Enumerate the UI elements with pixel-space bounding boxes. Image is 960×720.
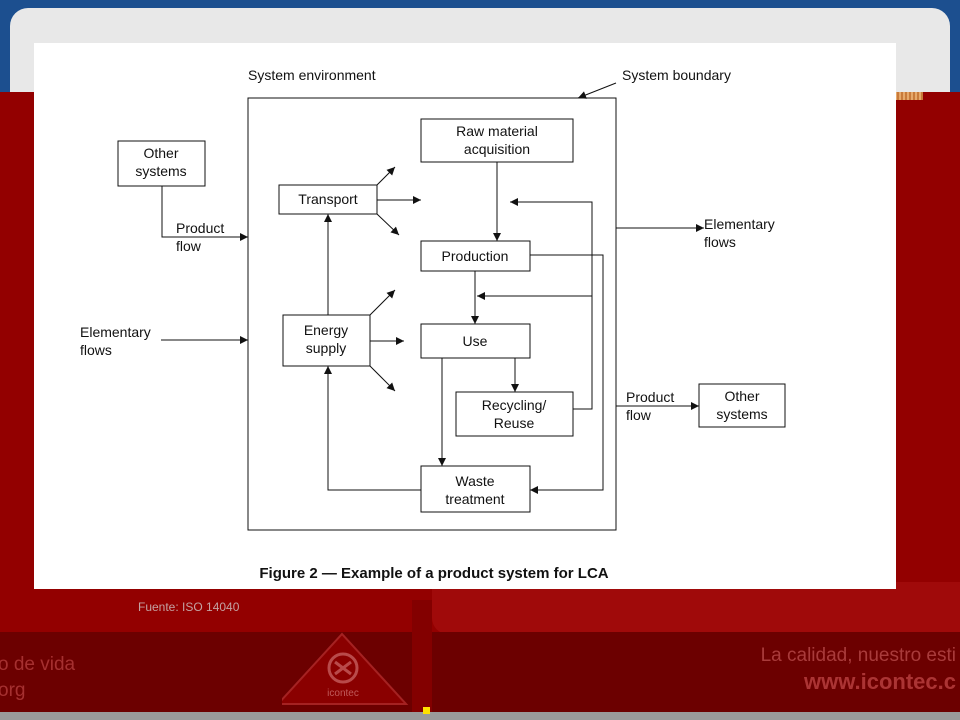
transport-output-arrow (376, 213, 400, 236)
energy-output-arrow (369, 365, 396, 392)
website-link[interactable]: www.icontec.c (803, 669, 956, 694)
logo-mark-icon (327, 652, 359, 684)
icontec-logo: icontec (282, 632, 409, 705)
elementary-flows-left-label: flows (80, 342, 112, 358)
waste-to-energy-arrow (324, 366, 421, 491)
production-label: Production (442, 248, 509, 264)
recycling-label: Recycling/ (482, 397, 547, 413)
energy-output-arrow (369, 289, 396, 316)
waste-treatment-label: treatment (445, 491, 504, 507)
footer-text-line: o de vida (0, 654, 76, 675)
product-flow-in-arrow (161, 186, 248, 241)
footer-divider (412, 600, 432, 714)
boundary-pointer-arrow (577, 82, 617, 99)
transport-output-arrow (376, 166, 396, 186)
other-systems-left-label: systems (135, 163, 186, 179)
other-systems-right-label: systems (716, 406, 767, 422)
production-to-waste-arrow (530, 254, 604, 494)
product-flow-right-label: flow (626, 407, 652, 423)
other-systems-left-label: Other (143, 145, 178, 161)
recycling-label: Reuse (494, 415, 535, 431)
footer-band (0, 632, 960, 714)
raw-material-label: Raw material (456, 123, 538, 139)
product-flow-left-label: flow (176, 238, 202, 254)
elementary-flows-right-label: flows (704, 234, 736, 250)
recycling-loop-arrow (510, 198, 593, 410)
system-environment-label: System environment (248, 67, 376, 83)
use-label: Use (463, 333, 488, 349)
energy-supply-label: Energy (304, 322, 348, 338)
decorative-stripes (893, 92, 923, 100)
other-systems-right-label: Other (724, 388, 759, 404)
product-flow-left-label: Product (176, 220, 224, 236)
figure-panel (34, 43, 896, 589)
raw-material-label: acquisition (464, 141, 530, 157)
slogan-text: La calidad, nuestro esti (760, 645, 956, 666)
product-flow-right-label: Product (626, 389, 674, 405)
waste-treatment-label: Waste (455, 473, 494, 489)
elementary-flows-right-label: Elementary (704, 216, 775, 232)
bottom-bar (0, 712, 960, 720)
footer-panel (432, 582, 960, 634)
source-note: Fuente: ISO 14040 (138, 600, 240, 614)
system-boundary-box (247, 97, 617, 531)
lca-diagram: System environment System boundary Eleme… (80, 67, 786, 582)
elementary-flows-left-label: Elementary (80, 324, 151, 340)
footer-text-line: org (0, 680, 26, 701)
logo-text: icontec (327, 688, 359, 699)
energy-supply-label: supply (306, 340, 346, 356)
transport-label: Transport (298, 191, 358, 207)
system-boundary-label: System boundary (622, 67, 731, 83)
slide-indicator (423, 707, 430, 714)
footer-text-left: o de vida org (0, 652, 75, 704)
figure-title: Figure 2 — Example of a product system f… (259, 565, 608, 582)
